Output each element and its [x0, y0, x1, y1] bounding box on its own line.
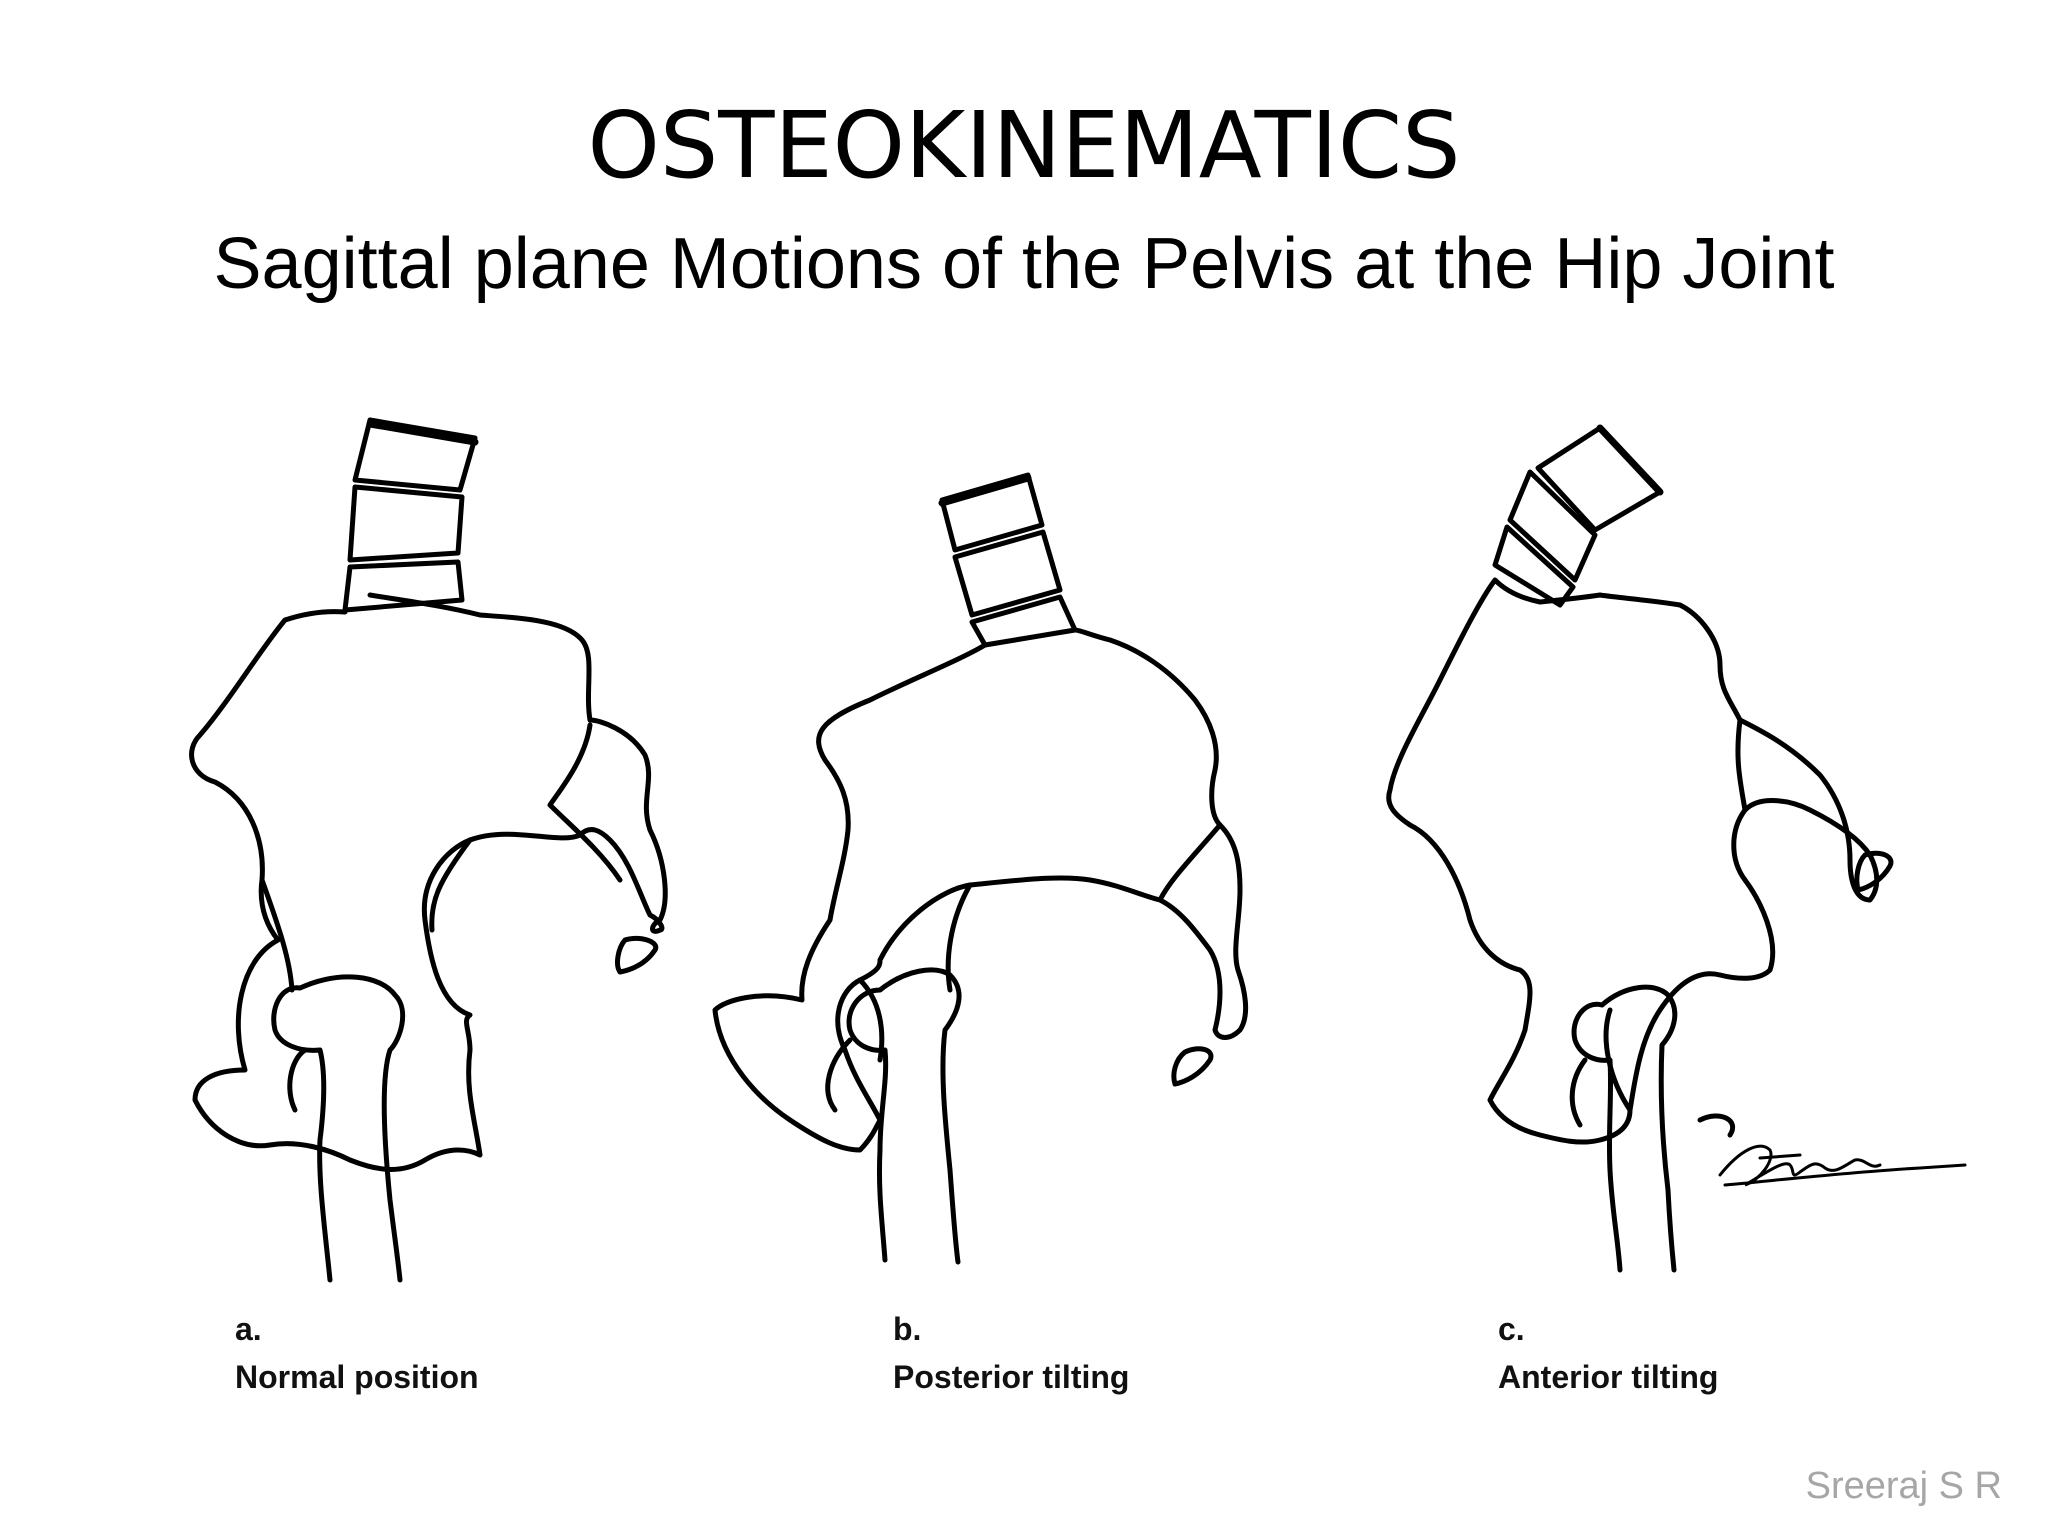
- figure-label-normal-position: Normal position: [235, 1359, 479, 1395]
- pelvis-figure-normal: [189, 417, 668, 1283]
- lumbar-vertebrae-normal: [342, 417, 479, 613]
- coccyx-piece-posterior: [1171, 1046, 1214, 1087]
- figure-letter-a: a.: [235, 1311, 262, 1347]
- slide-subtitle: Sagittal plane Motions of the Pelvis at …: [213, 224, 1835, 304]
- pelvis-figure-anterior: [1386, 424, 1894, 1273]
- femur-anterior: [1571, 984, 1678, 1273]
- femur-posterior: [846, 967, 962, 1265]
- figure-letter-b: b.: [893, 1311, 922, 1347]
- pelvis-figure-posterior: [712, 472, 1249, 1265]
- femur-normal: [271, 974, 406, 1283]
- lumbar-vertebrae-posterior: [938, 472, 1078, 648]
- slide-title: OSTEOKINEMATICS: [587, 92, 1461, 199]
- figure-caption-b: b. Posterior tilting: [893, 1305, 1129, 1401]
- ilium-outline-anterior: [1386, 577, 1880, 1145]
- figure-letter-c: c.: [1498, 1311, 1525, 1347]
- coccyx-piece-normal: [615, 935, 659, 975]
- ilium-outline-posterior: [712, 627, 1249, 1153]
- lumbar-vertebrae-anterior: [1492, 424, 1664, 608]
- figure-label-anterior-tilting: Anterior tilting: [1498, 1359, 1719, 1395]
- ilium-outline-normal: [189, 592, 668, 1172]
- coccyx-piece-anterior: [1854, 850, 1894, 893]
- artist-signature: [1718, 1144, 1967, 1187]
- figure-label-posterior-tilting: Posterior tilting: [893, 1359, 1130, 1395]
- author-credit: Sreeraj S R: [1805, 1465, 2002, 1507]
- figure-caption-a: a. Normal position: [235, 1305, 479, 1401]
- figure-caption-c: c. Anterior tilting: [1498, 1305, 1718, 1401]
